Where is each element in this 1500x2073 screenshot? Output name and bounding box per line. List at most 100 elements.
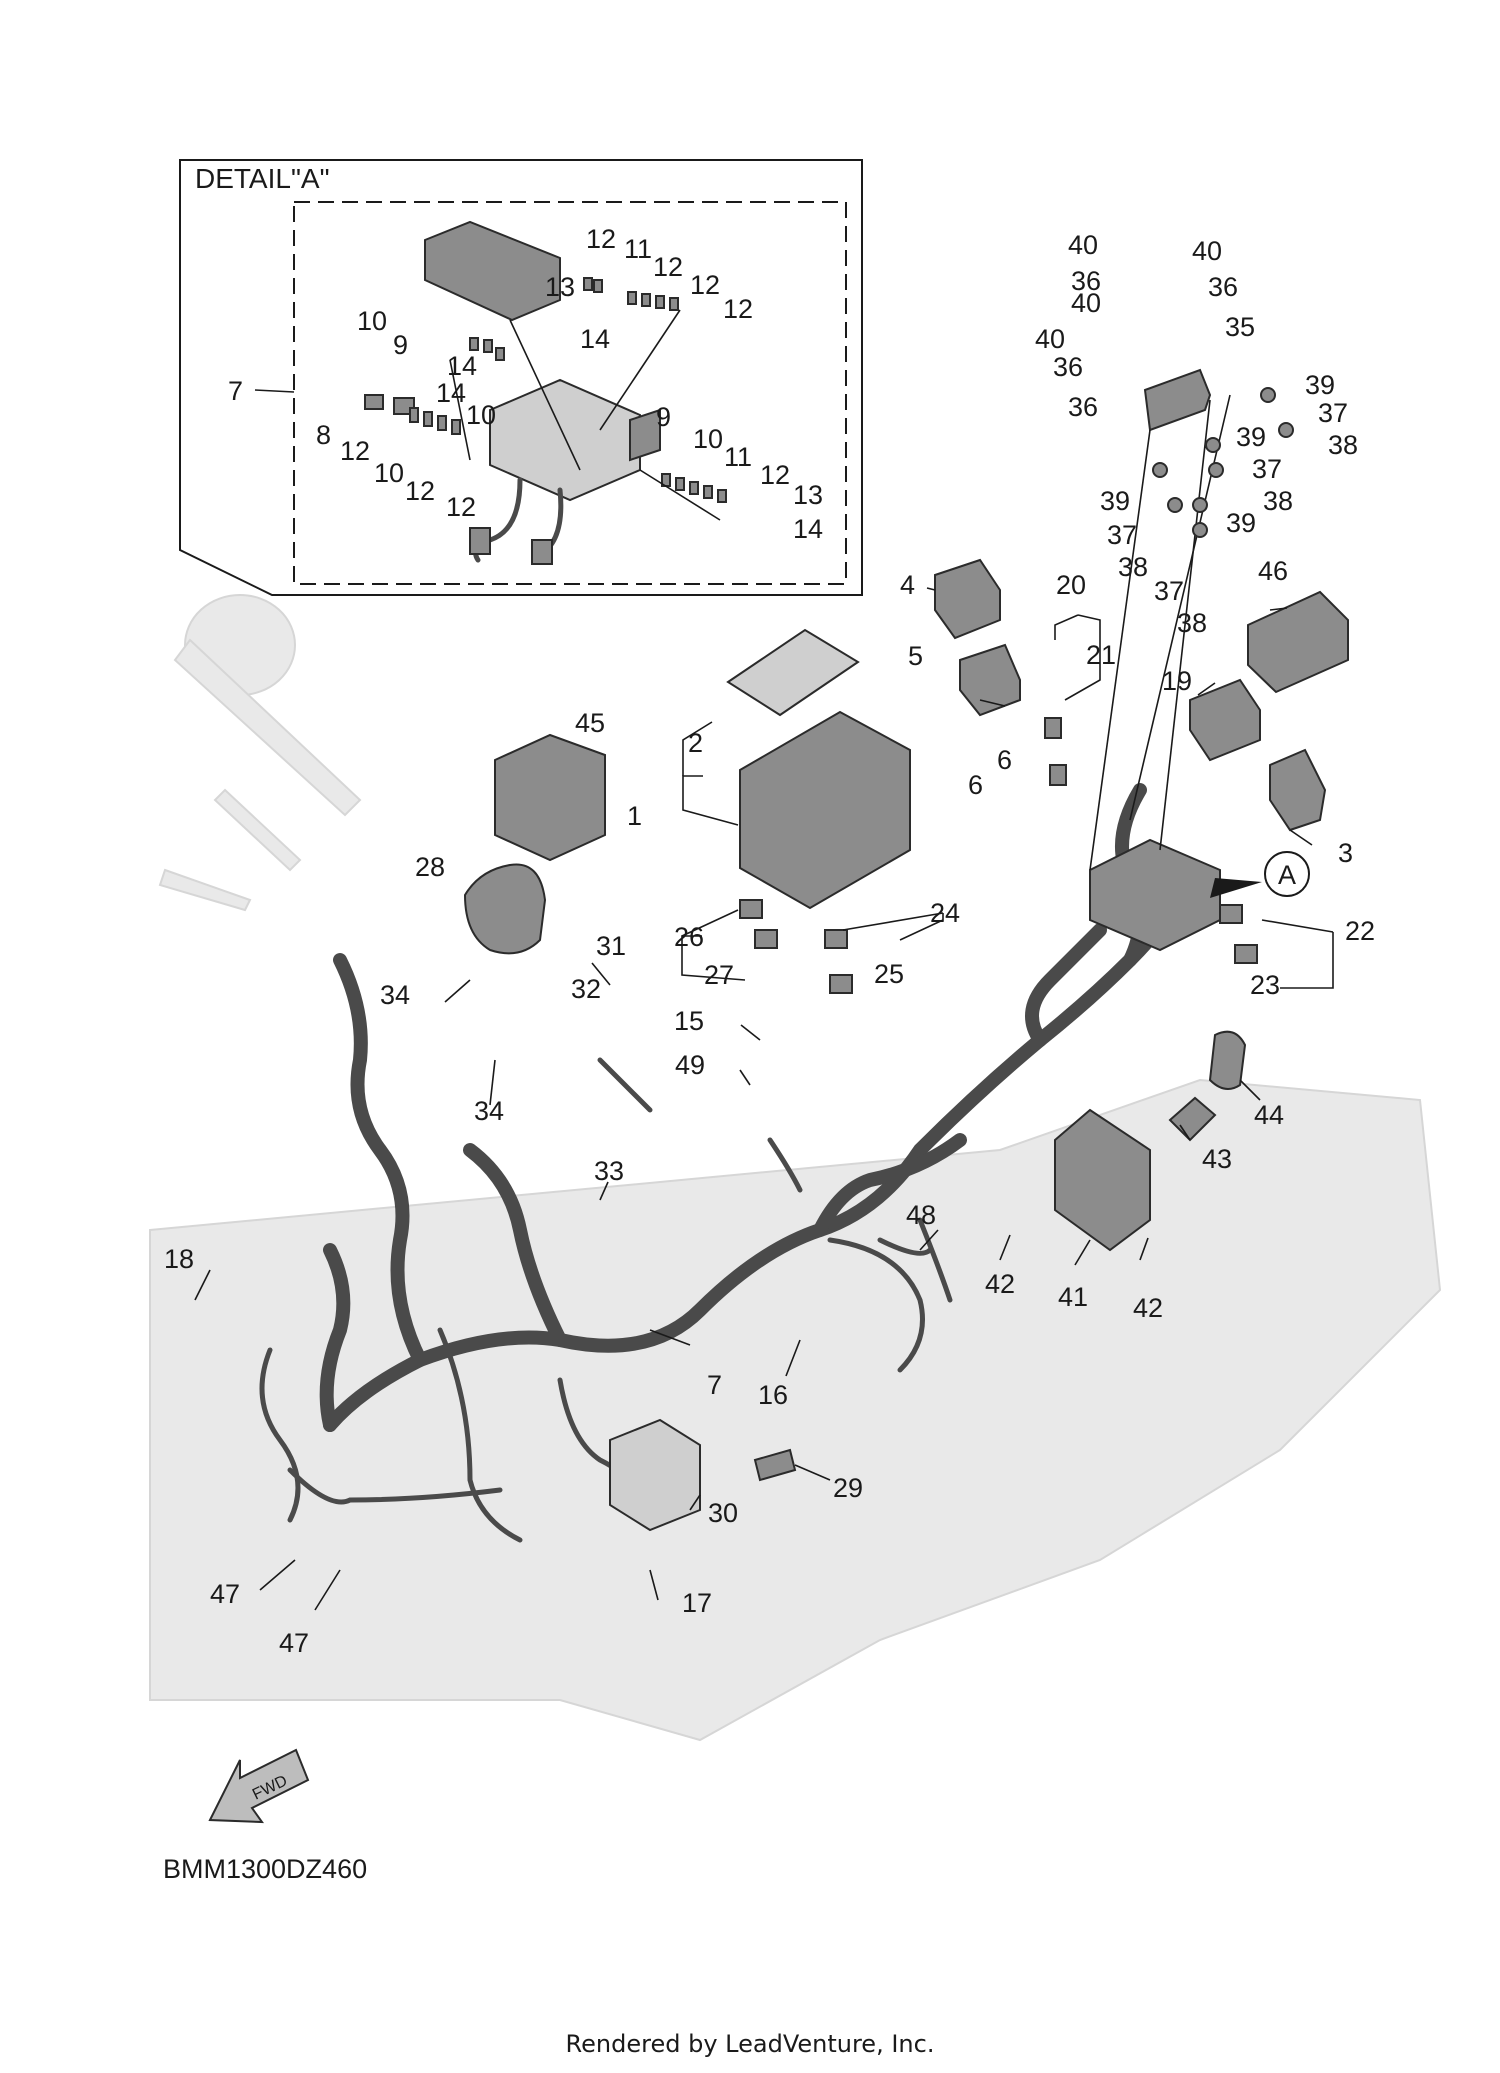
callout-label: 34	[380, 980, 410, 1010]
part-44	[1208, 1030, 1247, 1090]
callout-label: 45	[575, 708, 605, 738]
callout-label: 27	[704, 960, 734, 990]
callout-label: 8	[316, 420, 331, 450]
callout-label: 9	[393, 330, 408, 360]
detail-title: DETAIL"A"	[195, 163, 330, 194]
callout-label: 14	[447, 351, 477, 381]
fuse-box	[1089, 838, 1221, 952]
detail-small-fuses	[364, 277, 727, 503]
callout-label: 42	[985, 1269, 1015, 1299]
callout-label: 7	[707, 1370, 722, 1400]
callout-label: 28	[415, 852, 445, 882]
callout-label: 40	[1071, 288, 1101, 318]
figure-code: BMM1300DZ460	[163, 1854, 367, 1884]
ecu-46	[1247, 590, 1349, 694]
callout-label: 12	[653, 252, 683, 282]
detail-a-frame: DETAIL"A"	[179, 159, 863, 596]
callout-label: 39	[1226, 508, 1256, 538]
callout-label: 14	[436, 378, 466, 408]
callout-label: 21	[1086, 640, 1116, 670]
callout-label: 37	[1107, 520, 1137, 550]
callout-label: 12	[586, 224, 616, 254]
callout-label: 5	[908, 641, 923, 671]
part-43	[1168, 1096, 1217, 1142]
callout-label: 19	[1162, 666, 1192, 696]
connector-3	[1269, 748, 1327, 832]
callout-label: 37	[1252, 454, 1282, 484]
callout-label: 40	[1192, 236, 1222, 266]
callout-label: 12	[760, 460, 790, 490]
rendered-by-footer: Rendered by LeadVenture, Inc.	[565, 2030, 935, 2058]
callout-label: 39	[1236, 422, 1266, 452]
components	[463, 558, 1349, 1532]
callout-label: 41	[1058, 1282, 1088, 1312]
module-45	[494, 733, 606, 862]
callout-label: 40	[1035, 324, 1065, 354]
callout-label: 17	[682, 1588, 712, 1618]
callout-label: 39	[1305, 370, 1335, 400]
battery-pad	[726, 628, 860, 717]
relay-5	[959, 643, 1021, 717]
callout-label: 6	[968, 770, 983, 800]
callout-label: 12	[446, 492, 476, 522]
callout-label: 39	[1100, 486, 1130, 516]
callout-label: 6	[997, 745, 1012, 775]
callout-label: 38	[1263, 486, 1293, 516]
callout-label: 12	[690, 270, 720, 300]
callout-label: 30	[708, 1498, 738, 1528]
callout-label: 36	[1208, 272, 1238, 302]
callout-label: 12	[723, 294, 753, 324]
callout-label: 38	[1118, 552, 1148, 582]
callout-label: 16	[758, 1380, 788, 1410]
callout-label: 46	[1258, 556, 1288, 586]
callout-label: 10	[466, 400, 496, 430]
relay-4	[934, 558, 1001, 640]
callout-label: 18	[164, 1244, 194, 1274]
callout-label: 7	[228, 376, 243, 406]
callout-leaders	[194, 587, 1334, 1611]
callout-label: 34	[474, 1096, 504, 1126]
relay-cluster	[739, 717, 1258, 994]
callout-label: 15	[674, 1006, 704, 1036]
callout-label: 43	[1202, 1144, 1232, 1174]
bracket-35	[1089, 368, 1294, 871]
callout-label: 10	[374, 458, 404, 488]
callout-label: 20	[1056, 570, 1086, 600]
callout-label: 23	[1250, 970, 1280, 1000]
callout-label: 35	[1225, 312, 1255, 342]
callout-label: 37	[1318, 398, 1348, 428]
callout-label: 29	[833, 1473, 863, 1503]
callout-label: 10	[693, 424, 723, 454]
callout-label: 2	[688, 728, 703, 758]
main-wire-harness	[259, 783, 1187, 1543]
detail-fuse-box	[364, 220, 727, 565]
callout-label: 12	[405, 476, 435, 506]
relay-19	[1189, 678, 1261, 762]
callout-label: 36	[1068, 392, 1098, 422]
callout-label: 40	[1068, 230, 1098, 260]
regulator-41	[1054, 1108, 1151, 1252]
callout-numbers: 7 12 11 12 12 12 13 14 10 9 14 14 10 8 1…	[164, 224, 1375, 1658]
callout-label: 11	[624, 234, 652, 264]
callout-label: 4	[900, 570, 915, 600]
ignition-28	[463, 863, 547, 955]
callout-label: 14	[793, 514, 823, 544]
battery	[739, 710, 911, 910]
module-30	[609, 1418, 701, 1532]
detail-marker: A	[1210, 851, 1310, 898]
callout-label: 42	[1133, 1293, 1163, 1323]
fwd-arrow: FWD	[208, 1748, 310, 1824]
callout-label: 37	[1154, 576, 1184, 606]
callout-label: 44	[1254, 1100, 1284, 1130]
callout-label: 24	[930, 898, 960, 928]
callout-label: 1	[627, 801, 642, 831]
callout-label: 38	[1328, 430, 1358, 460]
callout-label: 38	[1177, 608, 1207, 638]
callout-label: 47	[279, 1628, 309, 1658]
callout-label: 12	[340, 436, 370, 466]
callout-label: 13	[793, 480, 823, 510]
callout-label: 26	[674, 922, 704, 952]
callout-label: 33	[594, 1156, 624, 1186]
callout-label: 13	[545, 272, 575, 302]
